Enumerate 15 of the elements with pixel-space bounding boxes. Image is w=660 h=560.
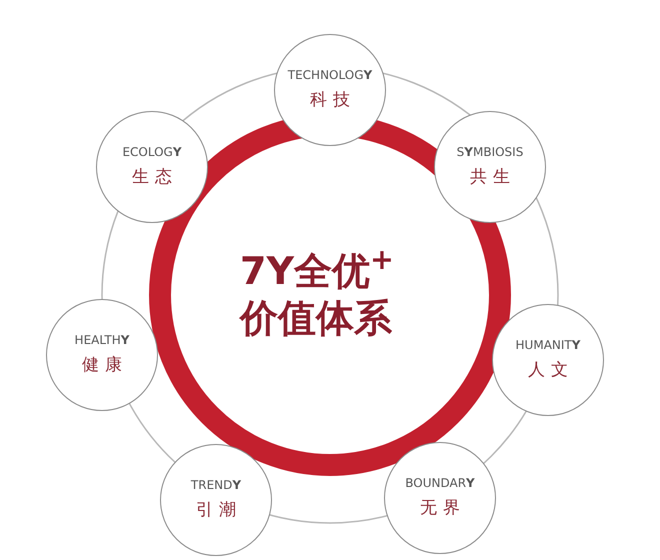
english-label: HEALTHY bbox=[74, 332, 130, 350]
chinese-label: 生态 bbox=[131, 166, 178, 190]
chinese-label: 健康 bbox=[81, 354, 128, 378]
chinese-label: 科技 bbox=[309, 89, 356, 112]
english-label: HUMANITY bbox=[516, 337, 580, 354]
english-label: SYMBIOSIS bbox=[456, 144, 524, 162]
english-label: TECHNOLOGY bbox=[288, 67, 372, 84]
center-title: 7Y全优$^{+}$价值体系 bbox=[240, 248, 395, 342]
chinese-label: 引潮 bbox=[195, 499, 242, 522]
chinese-label: 无界 bbox=[419, 497, 466, 520]
chinese-label: 共生 bbox=[469, 166, 516, 190]
english-label: BOUNDARY bbox=[405, 475, 475, 492]
chinese-label: 人文 bbox=[527, 359, 574, 382]
english-label: TRENDY bbox=[190, 477, 242, 494]
english-label: ECOLOGY bbox=[122, 144, 182, 162]
